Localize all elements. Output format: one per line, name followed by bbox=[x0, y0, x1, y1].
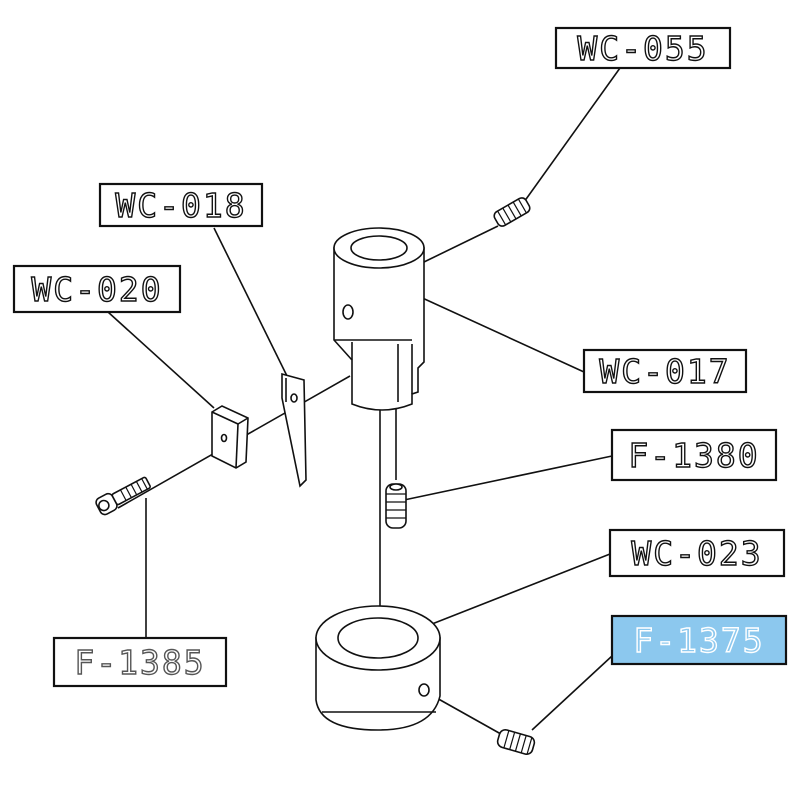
part-label-text: WC-020 bbox=[31, 270, 162, 309]
part-label-text: F-1385 bbox=[74, 643, 205, 682]
leader-wc-055 bbox=[523, 67, 621, 203]
holder-body-wc-017 bbox=[333, 227, 425, 411]
part-label-wc-017[interactable]: WC-017 bbox=[582, 348, 748, 394]
clamp-block-wc-020 bbox=[211, 405, 249, 469]
leader-wc-018 bbox=[213, 227, 289, 379]
leader-wc-020 bbox=[107, 311, 215, 409]
set-screw-f-1380 bbox=[385, 483, 407, 529]
part-label-text: F-1375 bbox=[633, 621, 764, 660]
part-label-f-1385[interactable]: F-1385 bbox=[52, 636, 228, 688]
set-screw-f-1375 bbox=[496, 729, 536, 755]
blade-wc-018 bbox=[281, 372, 307, 488]
part-label-f-1375[interactable]: F-1375 bbox=[610, 614, 788, 666]
part-label-text: F-1380 bbox=[628, 436, 759, 475]
part-label-wc-055[interactable]: WC-055 bbox=[554, 26, 732, 70]
part-label-wc-020[interactable]: WC-020 bbox=[12, 264, 182, 314]
set-screw-wc-055 bbox=[493, 197, 531, 227]
leader-wc-017 bbox=[417, 295, 585, 373]
part-label-wc-023[interactable]: WC-023 bbox=[608, 528, 786, 578]
part-label-text: WC-018 bbox=[115, 186, 246, 225]
part-label-text: WC-055 bbox=[577, 29, 708, 68]
leader-lines bbox=[107, 67, 621, 731]
collar-wc-023 bbox=[315, 605, 441, 731]
part-label-text: WC-023 bbox=[631, 534, 762, 573]
part-label-wc-018[interactable]: WC-018 bbox=[98, 182, 264, 228]
leader-f-1380 bbox=[403, 455, 613, 501]
part-label-text: WC-017 bbox=[599, 352, 730, 391]
leader-f-1375 bbox=[531, 655, 613, 731]
part-label-f-1380[interactable]: F-1380 bbox=[610, 428, 778, 482]
cap-screw-f-1385 bbox=[95, 476, 151, 516]
leader-wc-023 bbox=[431, 553, 611, 625]
